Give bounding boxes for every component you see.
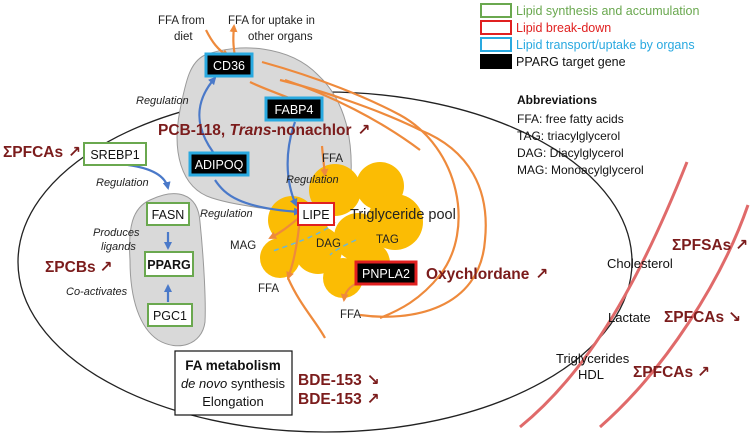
- fa-metabolism-box: FA metabolism de novo synthesis Elongati…: [174, 350, 293, 416]
- svg-text:PGC1: PGC1: [153, 309, 187, 323]
- ffa-from-diet-label-2: diet: [174, 31, 193, 43]
- regulation-label-adipoq: Regulation: [200, 208, 253, 220]
- gene-srebp1: SREBP1: [83, 142, 147, 166]
- gene-fabp4: FABP4: [264, 96, 324, 122]
- svg-text:MAG: Monoacylglycerol: MAG: Monoacylglycerol: [517, 163, 644, 177]
- svg-text:CD36: CD36: [213, 59, 245, 73]
- gene-fasn: FASN: [146, 202, 190, 226]
- blood-vessel-wall-right: [599, 204, 750, 429]
- triglyceride-pool-label: Triglyceride pool: [350, 207, 456, 223]
- regulation-label-fabp4: Regulation: [286, 174, 339, 186]
- svg-text:FABP4: FABP4: [275, 103, 314, 117]
- gene-lipe: LIPE: [297, 202, 335, 226]
- mag-label: MAG: [230, 240, 256, 252]
- hdl-label: HDL: [578, 367, 604, 382]
- pfcas-cell: ΣPFCAs↗: [3, 144, 81, 161]
- ffa-from-diet-label: FFA from: [158, 15, 205, 27]
- dag-label: DAG: [316, 238, 341, 250]
- gene-pnpla2: PNPLA2: [354, 260, 418, 286]
- gene-cd36: CD36: [204, 52, 254, 78]
- tag-label: TAG: [376, 234, 399, 246]
- svg-text:FASN: FASN: [152, 208, 185, 222]
- abbreviations: Abbreviations FFA: free fatty acids TAG:…: [517, 93, 644, 177]
- bde153-up: BDE-153↗: [298, 391, 380, 408]
- pcbs: ΣPCBs↗: [45, 259, 113, 276]
- produces-ligands-label: Produces: [93, 227, 140, 239]
- pcb118-trans-nonachlor: PCB-118, Trans-nonachlor↗: [158, 122, 371, 139]
- gene-adipoq: ADIPOQ: [188, 151, 250, 177]
- svg-text:FA metabolism: FA metabolism: [185, 358, 281, 373]
- ffa-label-fabp4: FFA: [322, 153, 343, 165]
- blood-vessel-wall-left: [519, 161, 689, 429]
- ffa-uptake-label-2: other organs: [248, 31, 313, 43]
- svg-text:Lipid synthesis and accumulati: Lipid synthesis and accumulation: [516, 4, 699, 18]
- regulation-label-srebp1: Regulation: [96, 177, 149, 189]
- oxychlordane: Oxychlordane↗: [426, 266, 548, 283]
- svg-text:Lipid transport/uptake by orga: Lipid transport/uptake by organs: [516, 38, 695, 52]
- svg-text:Elongation: Elongation: [202, 394, 263, 409]
- pfcas-hdl: ΣPFCAs↗: [633, 364, 710, 381]
- svg-text:DAG: Diacylglycerol: DAG: Diacylglycerol: [517, 146, 624, 160]
- svg-text:SREBP1: SREBP1: [90, 148, 139, 162]
- pfsas-blood: ΣPFSAs↗: [672, 237, 748, 254]
- blue-arrows: [127, 76, 302, 302]
- co-activates-label: Co-activates: [66, 286, 128, 298]
- svg-text:FFA: free fatty acids: FFA: free fatty acids: [517, 112, 624, 126]
- svg-text:Abbreviations: Abbreviations: [517, 93, 597, 107]
- svg-text:LIPE: LIPE: [302, 208, 329, 222]
- svg-text:PNPLA2: PNPLA2: [362, 267, 410, 281]
- svg-text:de novo synthesis: de novo synthesis: [181, 376, 286, 391]
- svg-text:Lipid break-down: Lipid break-down: [516, 21, 611, 35]
- svg-text:PPARG target gene: PPARG target gene: [516, 55, 626, 69]
- bde153-down: BDE-153↘: [298, 372, 380, 389]
- cholesterol-label: Cholesterol: [607, 256, 673, 271]
- ffa-label-mag: FFA: [258, 283, 279, 295]
- regulation-label-cd36: Regulation: [136, 95, 189, 107]
- lactate-label: Lactate: [608, 310, 651, 325]
- svg-text:TAG: triacylglycerol: TAG: triacylglycerol: [517, 129, 620, 143]
- ffa-uptake-label: FFA for uptake in: [228, 15, 315, 27]
- triglycerides-label: Triglycerides: [556, 351, 630, 366]
- gene-pgc1: PGC1: [147, 303, 193, 327]
- legend: Lipid synthesis and accumulation Lipid b…: [480, 3, 699, 69]
- ffa-label-pnpla2: FFA: [340, 309, 361, 321]
- produces-ligands-label-2: ligands: [101, 241, 136, 253]
- svg-text:ADIPOQ: ADIPOQ: [195, 158, 244, 172]
- pfcas-lactate: ΣPFCAs↘: [664, 309, 741, 326]
- dashed-arrow-tag: [329, 239, 357, 256]
- svg-text:PPARG: PPARG: [147, 258, 191, 272]
- gene-pparg: PPARG: [144, 251, 194, 277]
